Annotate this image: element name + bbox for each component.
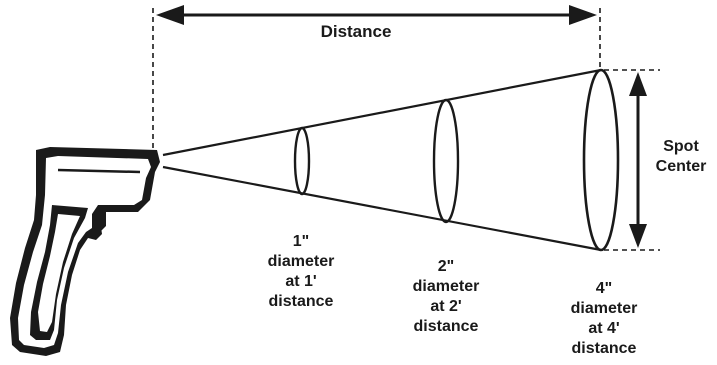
- distance-arrowhead-left: [156, 5, 184, 25]
- spot-center-label-line-1: Spot: [663, 138, 699, 155]
- spot-3-label-line-2: diameter: [570, 300, 638, 317]
- spot-1-label-line-1: 1": [292, 233, 310, 250]
- spot-1-label-line-2: diameter: [267, 253, 335, 270]
- distance-label: Distance: [320, 22, 392, 41]
- beam-upper-edge: [162, 68, 602, 157]
- spot-arrowhead-bottom: [629, 224, 647, 248]
- spot-center-label-line-2: Center: [655, 158, 707, 175]
- spot-2-label: 2" diameter at 2' distance: [391, 257, 501, 337]
- spot-ellipse-1: [293, 126, 311, 196]
- spot-3-label-line-1: 4": [595, 280, 613, 297]
- spot-1-label-line-3: at 1': [285, 273, 317, 290]
- gun-head-ridge: [57, 168, 141, 174]
- spot-1-label: 1" diameter at 1' distance: [246, 232, 356, 312]
- thermometer-gun-icon: [10, 147, 160, 356]
- spot-3-label-line-3: at 4': [588, 320, 620, 337]
- spot-3-label: 4" diameter at 4' distance: [549, 279, 659, 359]
- distance-arrowhead-right: [569, 5, 597, 25]
- spot-arrowhead-top: [629, 72, 647, 96]
- spot-3-label-line-4: distance: [571, 340, 637, 357]
- gun-grip-highlight: [38, 214, 80, 332]
- spot-1-label-line-4: distance: [268, 293, 334, 310]
- spot-ellipse-3: [582, 68, 620, 252]
- spot-2-label-line-3: at 2': [430, 298, 462, 315]
- beam-lower-edge: [162, 165, 602, 252]
- spot-2-label-line-2: diameter: [412, 278, 480, 295]
- spot-center-label: Spot Center: [650, 137, 712, 177]
- spot-2-label-line-4: distance: [413, 318, 479, 335]
- gun-trigger: [96, 212, 106, 232]
- spot-2-label-line-1: 2": [437, 258, 455, 275]
- spot-ellipse-2: [432, 98, 460, 224]
